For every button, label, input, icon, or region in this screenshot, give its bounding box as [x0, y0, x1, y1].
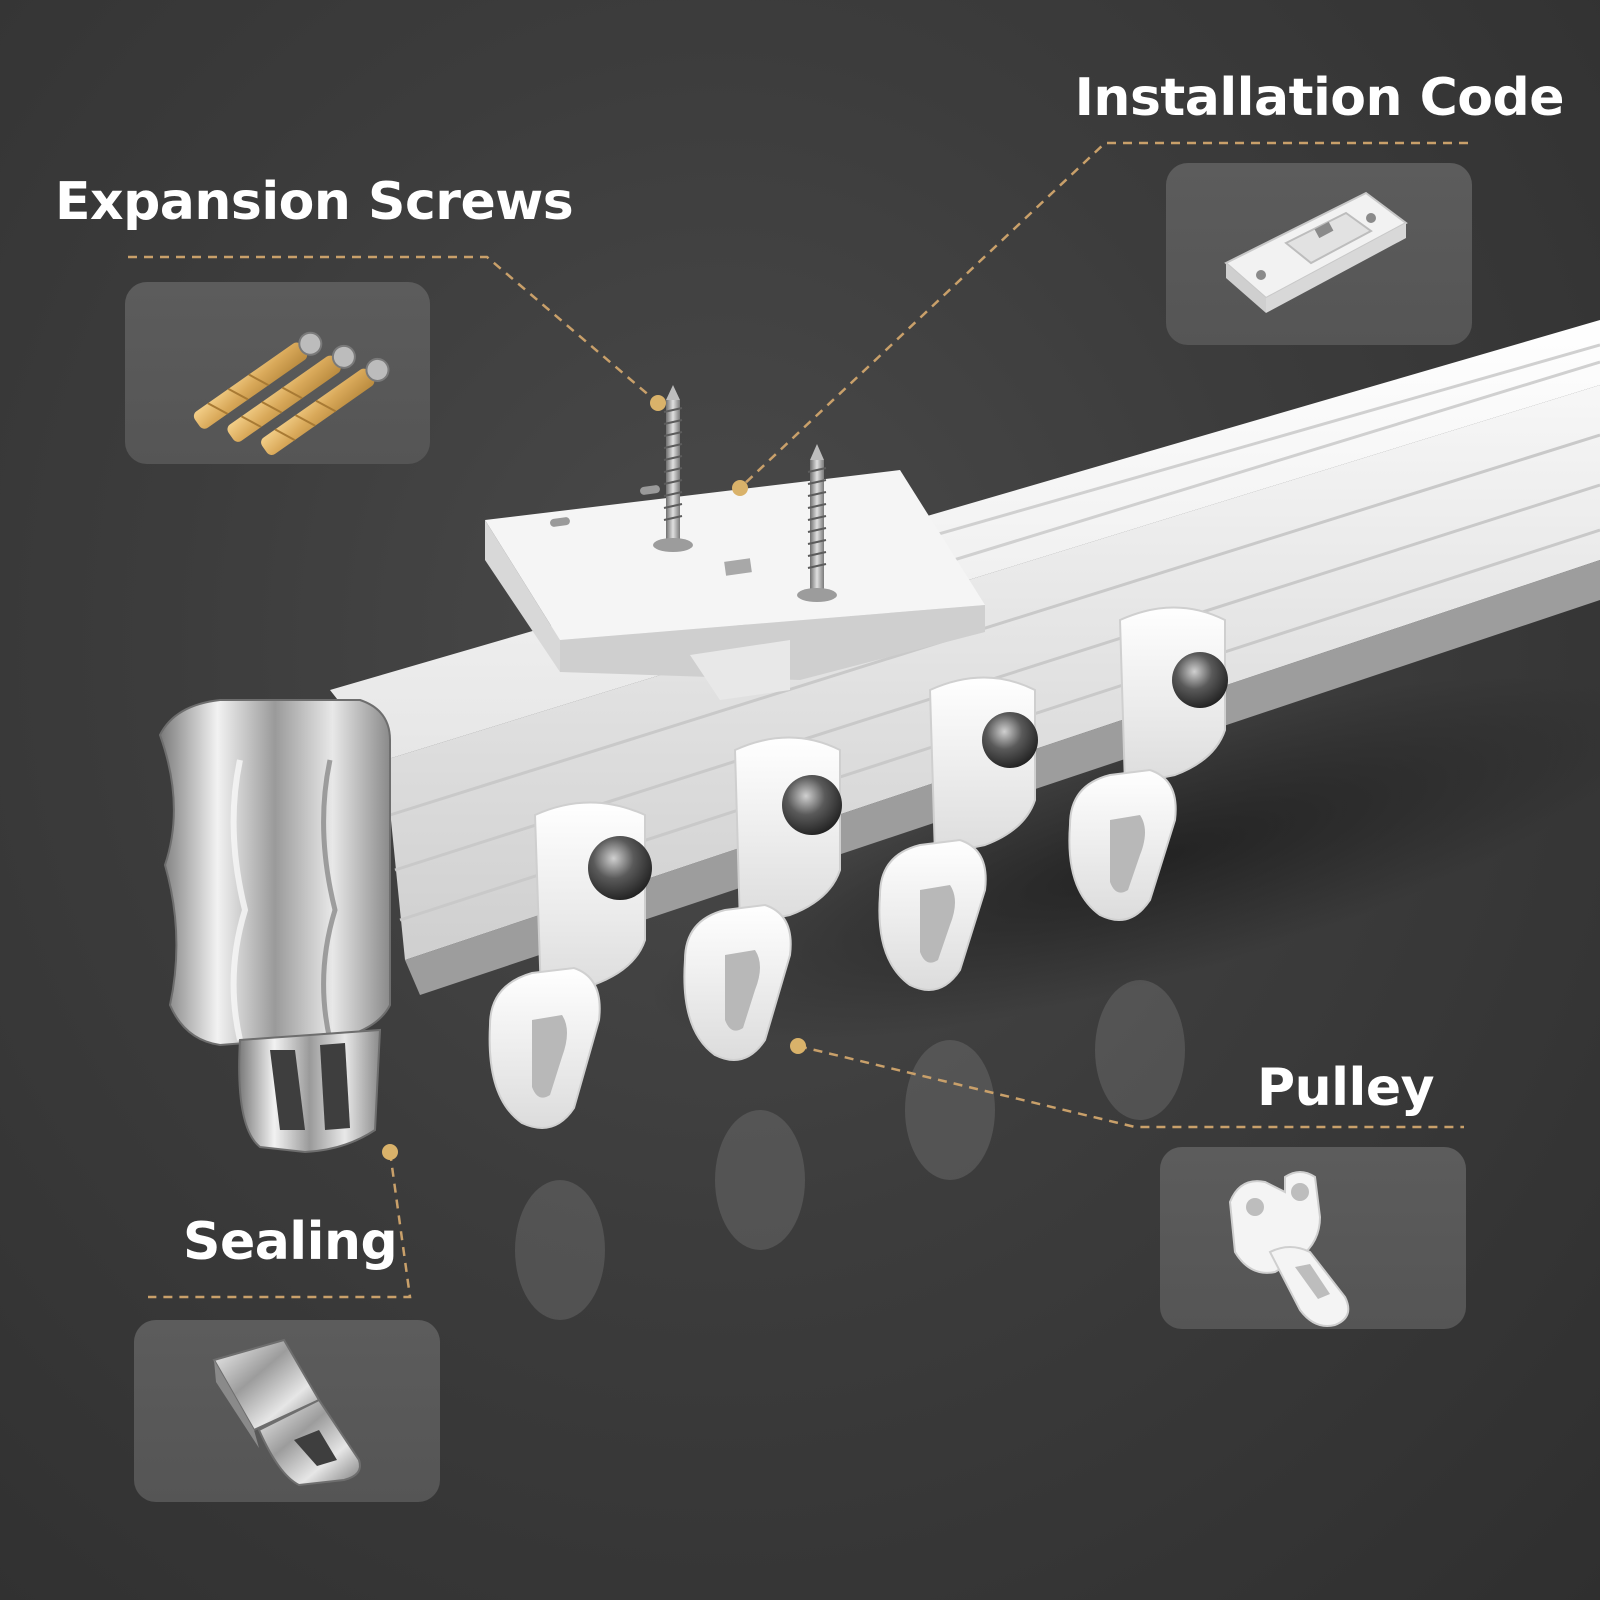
installation-code-icon — [1224, 191, 1408, 313]
bracket-screws — [653, 385, 837, 602]
leader-line-pulley — [797, 1044, 1464, 1129]
callout-title-pulley: Pulley — [1257, 1058, 1434, 1118]
thumbnail-sealing — [134, 1320, 440, 1502]
callout-title-installation-code: Installation Code — [1074, 68, 1565, 128]
leader-line-expansion-screws — [128, 255, 659, 404]
leader-line-sealing — [148, 1151, 412, 1299]
thumbnail-installation-code — [1166, 163, 1472, 345]
anchor-dot-pulley — [790, 1038, 806, 1054]
chrome-end-cap — [158, 699, 391, 1154]
mounting-bracket — [485, 470, 985, 700]
thumbnail-pulley — [1160, 1147, 1466, 1329]
anchor-dot-installation-code — [732, 480, 748, 496]
leader-anchors — [382, 395, 806, 1160]
hook-reflections — [515, 980, 1185, 1320]
callout-title-sealing: Sealing — [183, 1212, 398, 1272]
anchor-dot-sealing — [382, 1144, 398, 1160]
anchor-dot-expansion-screws — [650, 395, 666, 411]
expansion-screws-icon — [193, 331, 390, 455]
pulley-icon — [1228, 1171, 1350, 1327]
sealing-icon — [212, 1338, 361, 1487]
callout-title-expansion-screws: Expansion Screws — [55, 172, 574, 232]
thumbnail-expansion-screws — [125, 282, 430, 464]
leader-line-installation-code — [739, 141, 1468, 489]
leader-lines — [128, 141, 1468, 1299]
pulley-hooks — [488, 606, 1228, 1129]
rail-front-face — [385, 385, 1600, 960]
